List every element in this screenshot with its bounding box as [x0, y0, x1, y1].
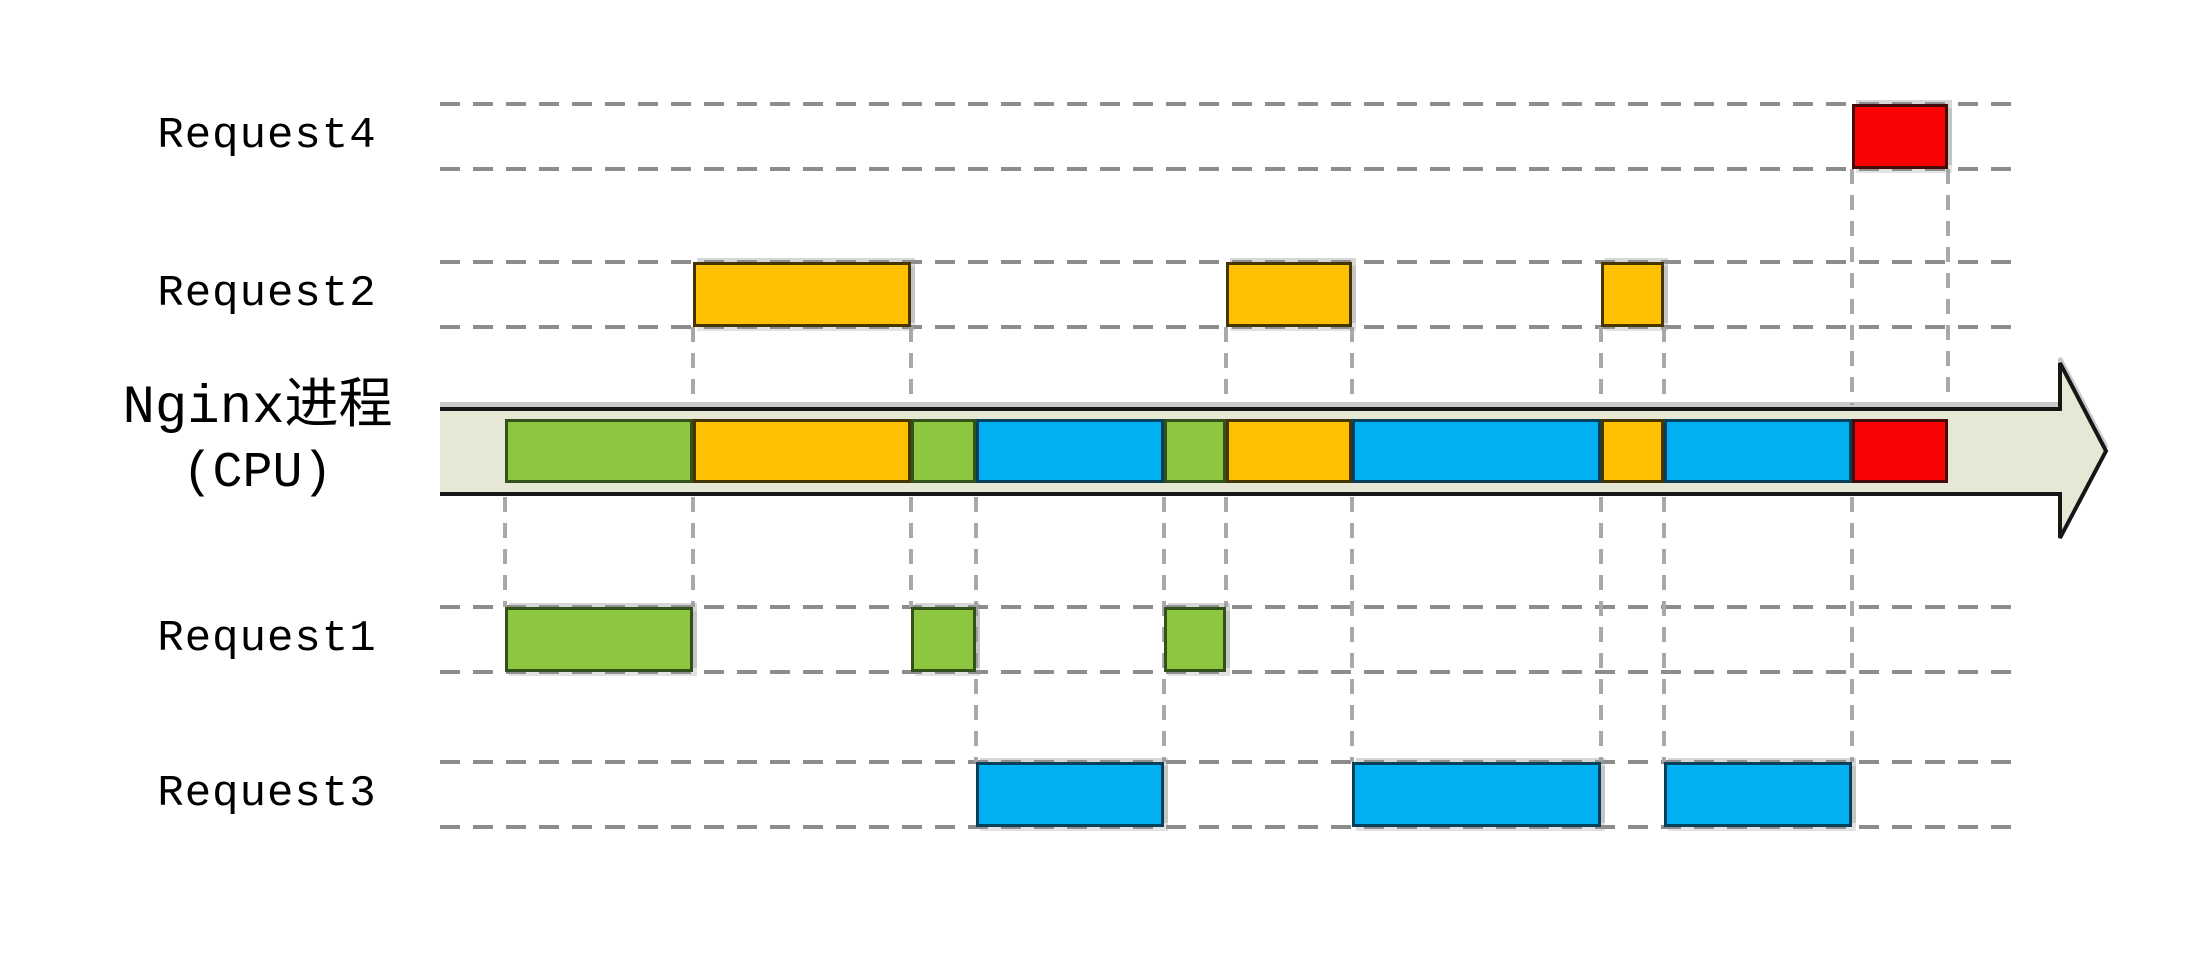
- cpu-segment-blue: [1664, 419, 1852, 483]
- request1-block: [505, 607, 693, 672]
- request3-block: [1664, 762, 1852, 827]
- cpu-segment-red: [1852, 419, 1948, 483]
- cpu-segment-orange: [693, 419, 911, 483]
- cpu-segment-green: [1164, 419, 1226, 483]
- dashed-gridline-horizontal: [440, 670, 2013, 674]
- dashed-gridline-vertical: [1662, 327, 1666, 405]
- request3-block: [976, 762, 1164, 827]
- cpu-segment-blue: [976, 419, 1164, 483]
- label-nginx-process-line2: (CPU): [182, 445, 333, 502]
- dashed-gridline-horizontal: [440, 167, 2013, 171]
- request3-block: [1352, 762, 1601, 827]
- request1-block: [911, 607, 976, 672]
- label-request3: Request3: [157, 769, 377, 819]
- dashed-gridline-vertical: [691, 327, 695, 405]
- dashed-gridline-vertical: [1224, 327, 1228, 405]
- request4-block: [1852, 104, 1948, 169]
- dashed-gridline-vertical: [1599, 497, 1603, 762]
- dashed-gridline-vertical: [1662, 497, 1666, 762]
- dashed-gridline-vertical: [503, 497, 507, 607]
- label-nginx-process-line1: Nginx进程: [122, 378, 393, 439]
- dashed-gridline-horizontal: [440, 605, 2013, 609]
- dashed-gridline-horizontal: [440, 825, 2013, 829]
- dashed-gridline-vertical: [1599, 327, 1603, 405]
- request2-block: [1226, 262, 1352, 327]
- dashed-gridline-vertical: [1350, 497, 1354, 762]
- dashed-gridline-vertical: [1850, 497, 1854, 762]
- cpu-segment-orange: [1601, 419, 1664, 483]
- dashed-gridline-vertical: [974, 497, 978, 762]
- label-nginx-process: Nginx进程 (CPU): [85, 376, 430, 506]
- request2-block: [1601, 262, 1664, 327]
- label-request4: Request4: [157, 111, 377, 161]
- dashed-gridline-vertical: [1224, 497, 1228, 607]
- cpu-segment-green: [505, 419, 693, 483]
- cpu-segment-green: [911, 419, 976, 483]
- label-request2: Request2: [157, 269, 377, 319]
- dashed-gridline-vertical: [1850, 169, 1854, 405]
- dashed-gridline-horizontal: [440, 102, 2013, 106]
- dashed-gridline-vertical: [1350, 327, 1354, 405]
- request1-block: [1164, 607, 1226, 672]
- dashed-gridline-horizontal: [440, 760, 2013, 764]
- cpu-segment-blue: [1352, 419, 1601, 483]
- dashed-gridline-vertical: [1946, 169, 1950, 400]
- label-request1: Request1: [157, 614, 377, 664]
- request2-block: [693, 262, 911, 327]
- cpu-segment-orange: [1226, 419, 1352, 483]
- dashed-gridline-vertical: [909, 497, 913, 607]
- dashed-gridline-vertical: [691, 497, 695, 607]
- dashed-gridline-vertical: [909, 327, 913, 405]
